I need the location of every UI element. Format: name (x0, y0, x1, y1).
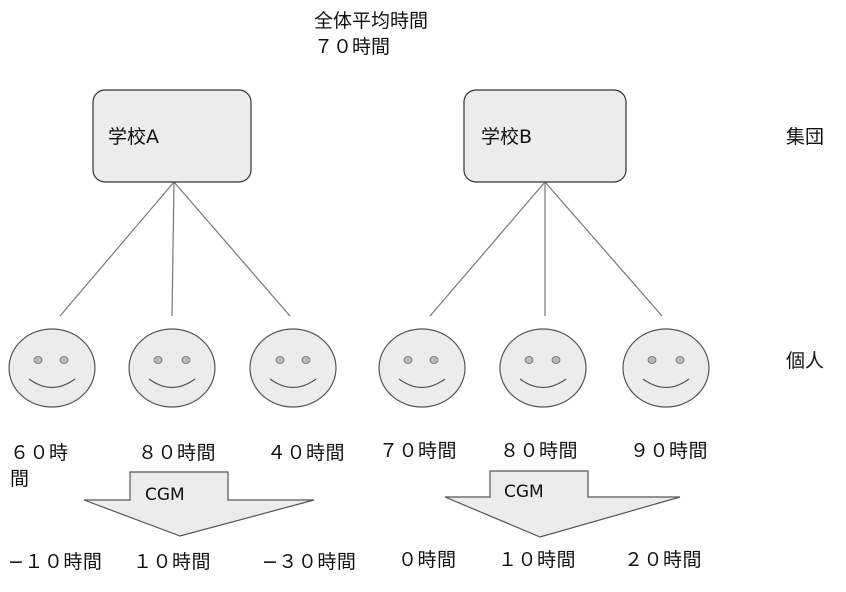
connector-line (173, 181, 291, 317)
face-icon-b1 (378, 328, 466, 408)
face-icon-a2 (128, 328, 216, 408)
cgm-arrow-a (83, 471, 315, 537)
cgm-arrow-b (444, 470, 681, 538)
cgm-value-b2: １０時間 (498, 549, 577, 571)
connectors-school-a (59, 181, 291, 317)
school-a-box (92, 89, 252, 183)
cgm-value-b1: ０時間 (398, 549, 457, 571)
cgm-value-b3: ２０時間 (624, 549, 703, 571)
connector-line (544, 181, 663, 317)
school-b-box (463, 89, 627, 183)
cgm-label-a: CGM (145, 485, 185, 505)
cgm-value-a1: −１０時間 (8, 551, 103, 573)
school-a-label: 学校A (108, 126, 159, 148)
face-icon-a3 (249, 328, 337, 408)
student-hours-b2: ８０時間 (500, 440, 579, 462)
connector-line (429, 181, 546, 317)
level-label-group: 集団 (786, 126, 825, 148)
face-icon-a1 (8, 328, 96, 408)
cgm-label-b: CGM (504, 482, 544, 502)
student-hours-a2: ８０時間 (138, 442, 217, 464)
face-icon-b2 (499, 328, 587, 408)
connector-line (59, 181, 175, 317)
overall-average-title: 全体平均時間７０時間 (314, 10, 429, 58)
student-hours-b1: ７０時間 (379, 440, 458, 462)
school-b-label: 学校B (481, 126, 533, 148)
student-hours-a1: ６０時間 (10, 442, 69, 490)
cgm-value-a2: １０時間 (133, 551, 212, 573)
student-hours-a3: ４０時間 (267, 442, 346, 464)
cgm-value-a3: −３０時間 (262, 551, 357, 573)
face-icon-b3 (622, 328, 710, 408)
student-hours-b3: ９０時間 (630, 440, 709, 462)
connectors-school-b (429, 181, 663, 317)
connector-line (171, 181, 175, 317)
level-label-individual: 個人 (786, 350, 825, 372)
